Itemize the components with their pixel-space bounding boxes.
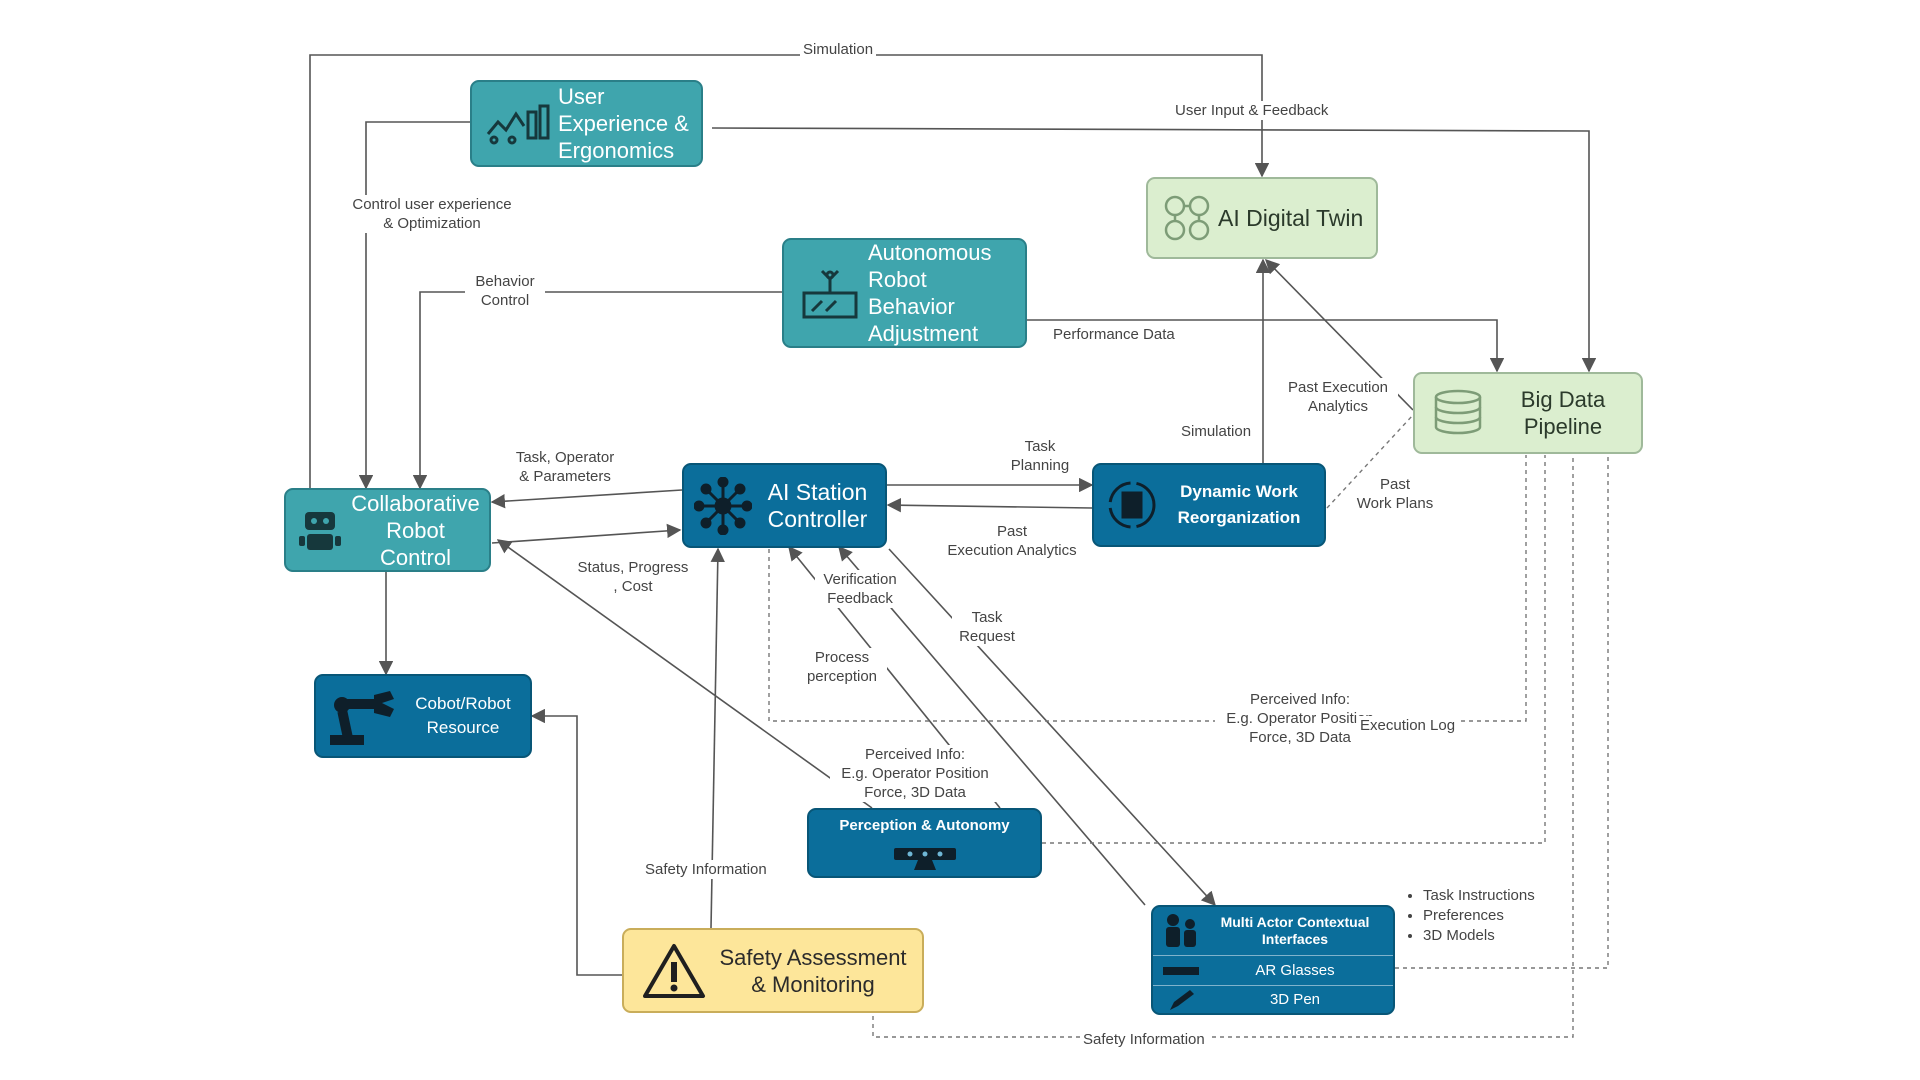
workers-icon — [1159, 912, 1203, 950]
edge-perception-bigdata — [1042, 455, 1546, 844]
edge-perception-crc — [496, 539, 873, 809]
edge-user-input — [711, 127, 1597, 373]
node-label: AI Digital Twin — [1218, 204, 1364, 231]
multi-actor-header: Multi Actor Contextual Interfaces — [1153, 907, 1393, 957]
label-process-perception: Process perception — [797, 648, 887, 686]
robot-icon — [292, 506, 348, 554]
edge-past-exec-analytics-mid — [886, 497, 1093, 513]
label-safety-information-bottom: Safety Information — [1080, 1030, 1208, 1049]
edge-status-progress — [491, 523, 682, 544]
label-status-progress-cost: Status, Progress , Cost — [577, 559, 689, 595]
label-safety-information-left: Safety Information — [642, 860, 770, 879]
label-user-input-feedback: User Input & Feedback — [1172, 101, 1332, 120]
pen-icon — [1159, 988, 1203, 1012]
label-simulation-mid: Simulation — [1178, 422, 1255, 441]
node-multi-actor-interfaces[interactable]: Multi Actor Contextual Interfaces AR Gla… — [1151, 905, 1395, 1015]
edge-multi-bigdata — [1395, 455, 1609, 969]
edge-task-request — [888, 548, 1216, 907]
label-perceived-info-center: Perceived Info: E.g. Operator Position F… — [830, 745, 1000, 802]
multi-actor-pen-row[interactable]: 3D Pen — [1153, 986, 1393, 1013]
document-cycle-icon — [1102, 479, 1162, 531]
edge-behavior-control — [412, 291, 782, 490]
list-item: Task Instructions — [1423, 886, 1535, 906]
label-past-execution-analytics-top: Past Execution Analytics — [1278, 378, 1398, 416]
node-ai-digital-twin[interactable]: AI Digital Twin — [1146, 177, 1378, 259]
list-item: 3D Models — [1423, 926, 1535, 946]
node-label: Dynamic Work Reorganization — [1177, 482, 1301, 527]
node-label: Perception & Autonomy — [839, 817, 1010, 834]
label-behavior-control: Behavior Control — [465, 272, 545, 310]
label-task-request: Task Request — [952, 608, 1022, 646]
node-label: Autonomous Robot Behavior Adjustment — [868, 240, 992, 346]
node-user-experience[interactable]: User Experience & Ergonomics — [470, 80, 703, 167]
edge-control-ux — [358, 121, 470, 490]
multi-actor-title: Multi Actor Contextual Interfaces — [1220, 914, 1370, 948]
edge-past-work-plans — [1326, 414, 1414, 509]
label-task-operator-parameters: Task, Operator & Parameters — [515, 449, 615, 485]
node-cobot-robot-resource[interactable]: Cobot/Robot Resource — [314, 674, 532, 758]
ergonomics-icon — [480, 100, 558, 148]
node-ai-station-controller[interactable]: AI Station Controller — [682, 463, 887, 548]
database-icon — [1423, 387, 1493, 439]
node-label: Big Data Pipeline — [1520, 387, 1606, 439]
label-simulation-top: Simulation — [800, 40, 877, 59]
label-past-work-plans: Past Work Plans — [1356, 476, 1434, 512]
edge-task-operator — [490, 489, 683, 509]
edge-safety-cobot — [530, 708, 622, 976]
node-safety-assessment[interactable]: Safety Assessment & Monitoring — [622, 928, 924, 1013]
sensor-camera-icon — [890, 846, 960, 872]
edge-safety-bigdata — [872, 455, 1574, 1038]
label-task-planning: Task Planning — [1010, 438, 1070, 474]
robot-arm-icon — [322, 685, 402, 747]
3d-pen-label: 3D Pen — [1269, 990, 1321, 1008]
node-label: Cobot/Robot Resource — [415, 694, 511, 737]
node-collaborative-robot-control[interactable]: Collaborative Robot Control — [284, 488, 491, 572]
node-dynamic-work-reorganization[interactable]: Dynamic Work Reorganization — [1092, 463, 1326, 547]
robot-factory-icon — [792, 265, 868, 321]
list-item: Preferences — [1423, 906, 1535, 926]
interface-capabilities-list: Task Instructions Preferences 3D Models — [1405, 886, 1535, 946]
warning-icon — [634, 942, 714, 1000]
node-label: Collaborative Robot Control — [351, 490, 480, 570]
ar-glasses-label: AR Glasses — [1255, 961, 1335, 979]
node-label: AI Station Controller — [767, 478, 868, 532]
node-label: User Experience & Ergonomics — [558, 84, 689, 163]
label-performance-data: Performance Data — [1053, 326, 1175, 343]
network-hub-icon — [690, 476, 756, 535]
label-verification-feedback: Verification Feedback — [815, 570, 905, 608]
multi-actor-ar-row[interactable]: AR Glasses — [1153, 956, 1393, 987]
digital-twin-icon — [1156, 192, 1218, 244]
node-autonomous-robot-behavior[interactable]: Autonomous Robot Behavior Adjustment — [782, 238, 1027, 348]
node-perception-autonomy[interactable]: Perception & Autonomy — [807, 808, 1042, 878]
glasses-icon — [1159, 964, 1203, 978]
label-control-user-experience: Control user experience & Optimization — [337, 195, 527, 233]
node-label: Safety Assessment & Monitoring — [719, 944, 907, 997]
label-past-execution-analytics-mid: Past Execution Analytics — [947, 523, 1077, 559]
edge-performance-data — [1027, 319, 1505, 373]
label-execution-log: Execution Log — [1357, 716, 1459, 735]
node-big-data-pipeline[interactable]: Big Data Pipeline — [1413, 372, 1643, 454]
